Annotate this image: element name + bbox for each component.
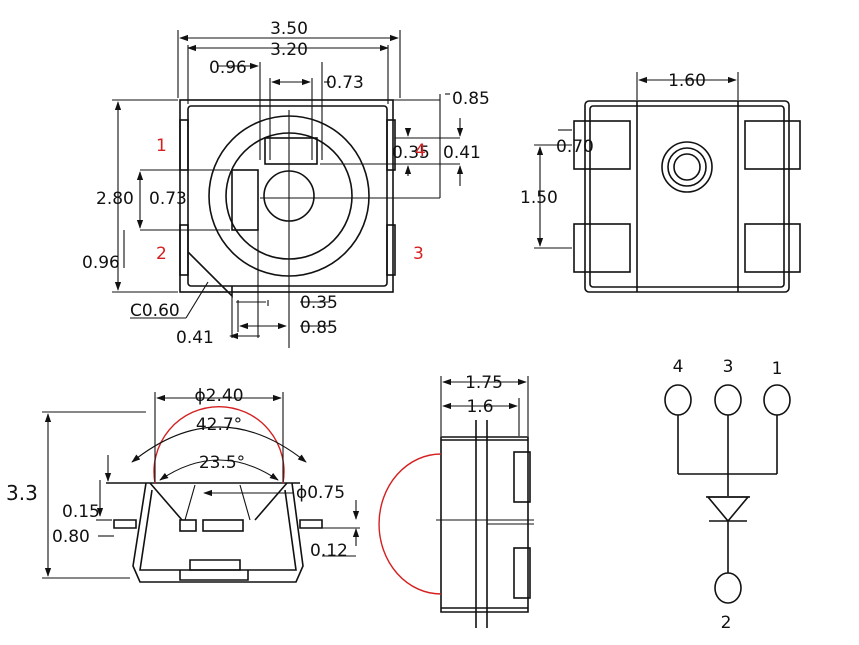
dim-top-pad-inner: 0.73 bbox=[326, 73, 364, 93]
side-view: 1.75 1.6 bbox=[378, 373, 534, 628]
pad-label-3: 3 bbox=[413, 244, 424, 264]
dim-top-left-pad: 0.73 bbox=[149, 189, 187, 209]
front-view-outline bbox=[106, 482, 323, 583]
pinout-schematic: 4 3 1 2 bbox=[664, 357, 791, 633]
dim-bottom-offset: 0.41 bbox=[176, 328, 214, 348]
pin-label-4: 4 bbox=[673, 357, 684, 377]
pad-label-1: 1 bbox=[156, 136, 167, 156]
top-dimension-labels: 3.50 3.20 0.96 0.73 0.85 0.35 0.41 2.80 … bbox=[82, 19, 490, 348]
front-lens-profile bbox=[153, 405, 285, 484]
pin-1-pad bbox=[763, 384, 791, 416]
dim-outer-angle: 42.7° bbox=[196, 415, 242, 435]
dim-bottom-step: 0.35 bbox=[300, 293, 338, 313]
side-dimension-labels: 1.75 1.6 bbox=[465, 373, 503, 417]
top-dimension-lines bbox=[112, 30, 464, 340]
pin-label-3: 3 bbox=[723, 357, 734, 377]
dim-top-step: 0.35 bbox=[392, 143, 430, 163]
pin-4-pad bbox=[664, 384, 692, 416]
pin-3-pad bbox=[714, 384, 742, 416]
top-view: 3.50 3.20 0.96 0.73 0.85 0.35 0.41 2.80 … bbox=[82, 19, 490, 348]
dim-top-pad-width: 0.96 bbox=[209, 58, 247, 78]
dim-chamfer: C0.60 bbox=[130, 301, 180, 321]
pin-2-pad bbox=[714, 572, 742, 604]
pad-label-2: 2 bbox=[156, 244, 167, 264]
pin-label-2: 2 bbox=[721, 613, 732, 633]
dim-inner-angle: 23.5° bbox=[199, 453, 245, 473]
back-view-outline bbox=[573, 100, 801, 293]
top-view-outline bbox=[179, 99, 396, 348]
dim-lead-thickness: 0.12 bbox=[310, 541, 348, 561]
pin-label-1: 1 bbox=[772, 359, 783, 379]
dim-bottom-width: 0.85 bbox=[300, 318, 338, 338]
side-lens-profile bbox=[378, 453, 442, 595]
dim-top-body-width: 3.20 bbox=[270, 40, 308, 60]
side-dimension-lines bbox=[440, 376, 529, 436]
pad-label-4: 4 bbox=[415, 141, 426, 161]
side-view-outline bbox=[436, 420, 534, 628]
front-dimension-labels: ϕ2.40 42.7° 23.5° ϕ0.75 3.3 0.15 0.80 0.… bbox=[6, 386, 348, 561]
dim-back-pad: 0.70 bbox=[556, 137, 594, 157]
front-dimension-lines bbox=[42, 392, 360, 579]
diode-symbol bbox=[706, 496, 750, 573]
dim-side-body: 1.6 bbox=[466, 397, 493, 417]
back-dimension-lines bbox=[534, 72, 739, 249]
dim-top-height: 2.80 bbox=[96, 189, 134, 209]
dim-top-offset: 0.85 bbox=[452, 89, 490, 109]
dim-lens-diameter: ϕ2.40 bbox=[194, 386, 243, 406]
dim-top-pad-height: 0.41 bbox=[443, 143, 481, 163]
back-view: 1.60 0.70 1.50 bbox=[520, 71, 801, 293]
dim-back-pitch: 1.50 bbox=[520, 188, 558, 208]
dim-back-center: 1.60 bbox=[668, 71, 706, 91]
back-dimension-labels: 1.60 0.70 1.50 bbox=[520, 71, 706, 208]
dim-side-width: 1.75 bbox=[465, 373, 503, 393]
dim-base-height: 0.80 bbox=[52, 527, 90, 547]
front-view: ϕ2.40 42.7° 23.5° ϕ0.75 3.3 0.15 0.80 0.… bbox=[6, 386, 360, 583]
dim-top-lower-gap: 0.96 bbox=[82, 253, 120, 273]
dim-top-width: 3.50 bbox=[270, 19, 308, 39]
dim-step-height: 0.15 bbox=[62, 502, 100, 522]
dim-chip-diameter: ϕ0.75 bbox=[296, 483, 345, 503]
dim-total-height: 3.3 bbox=[6, 481, 38, 505]
